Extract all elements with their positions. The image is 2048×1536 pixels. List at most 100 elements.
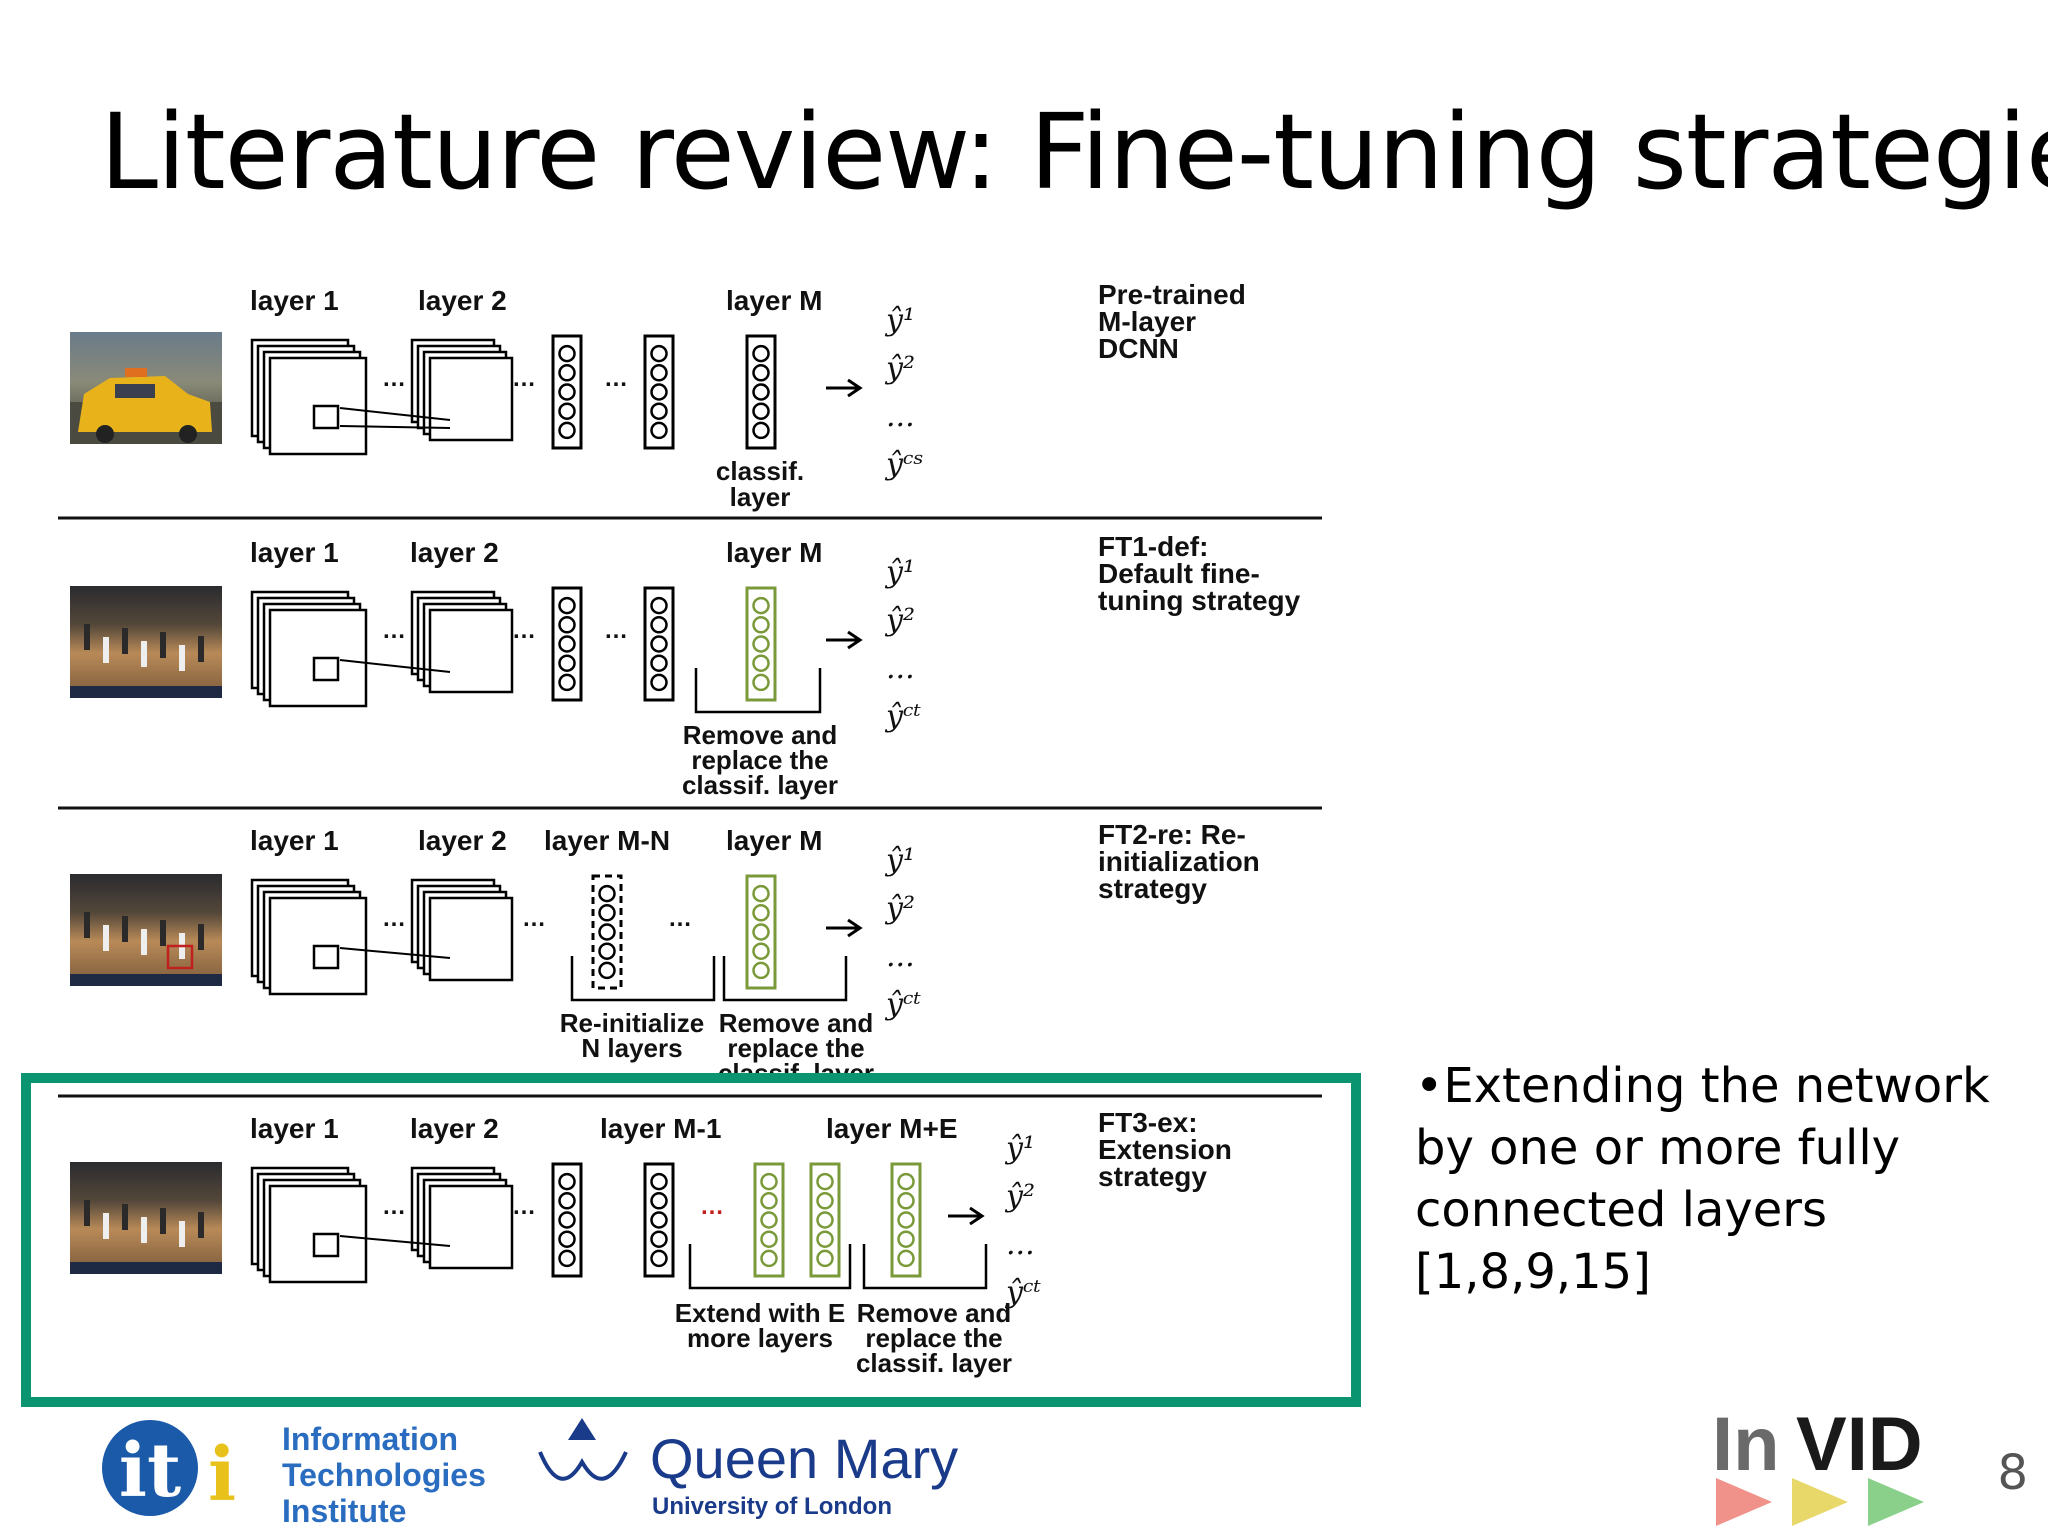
neuron [752,884,770,903]
replace-bracket [722,956,848,1002]
qm-crest-icon [538,1451,628,1481]
projection [339,407,451,421]
caption: Remove and [683,720,838,750]
ellipsis: … [382,905,406,932]
strategy-label: initialization [1098,846,1260,877]
player [198,1212,204,1238]
player [198,924,204,950]
ellipsis: … [604,617,628,644]
caption: Remove and [719,1008,874,1038]
neuron [897,1172,915,1191]
neuron [816,1249,834,1268]
caption: layer [730,482,791,512]
qm-logo-name: Queen Mary [650,1427,958,1490]
ellipsis: … [522,905,546,932]
neuron [760,1192,778,1210]
neuron [897,1211,915,1229]
neuron [650,344,668,363]
taxi-sign [125,368,147,377]
neuron [650,364,668,382]
label: layer M [726,537,823,568]
label: layer 2 [418,285,507,316]
label: layer 1 [250,825,339,856]
output-label: ŷ² [884,603,915,638]
neuron [558,1249,576,1268]
caption: more layers [687,1323,833,1353]
neuron [650,421,668,440]
bullet-text: •Extending the network by one or more fu… [1415,1058,1990,1300]
neuron [816,1230,834,1248]
neuron [650,1192,668,1210]
classif-layer [745,334,777,450]
label: layer 1 [250,285,339,316]
output-label: ŷ² [1004,1179,1035,1214]
extension-layer [753,1162,785,1278]
player [84,624,90,650]
neuron [897,1230,915,1248]
neuron [752,596,770,615]
output-label: ŷᶜᵗ [1004,1275,1042,1310]
neuron [558,1172,576,1191]
neuron [558,1192,576,1210]
fc-layer [551,1162,583,1278]
projection [339,659,451,673]
player [160,1208,166,1234]
feature-map [428,1184,514,1270]
neuron [650,1230,668,1248]
fc-layer [551,586,583,702]
new-classif-layer [745,586,777,702]
output-label: ŷᶜᵗ [884,987,922,1022]
label: layer 2 [418,825,507,856]
scoreboard-bar [70,1262,222,1274]
new-classif-layer [745,874,777,990]
neuron [558,344,576,363]
scoreboard-bar [70,686,222,698]
caption: Remove and [857,1298,1012,1328]
neuron [598,884,616,903]
player [103,925,109,951]
iti-logo-text: Institute [282,1493,406,1529]
new-classif-layer [890,1162,922,1278]
strategy-label: strategy [1098,873,1207,904]
output-label: ... [1006,1227,1035,1262]
neuron [752,923,770,941]
label: layer 2 [410,1113,499,1144]
taxi-car [78,376,212,432]
neuron [598,923,616,941]
strategy-label: Default fine- [1098,558,1260,589]
replace-bracket [694,668,822,714]
iti-logo-text: Information [282,1421,458,1457]
output-label: ŷ¹ [884,843,915,878]
player [122,628,128,654]
arrowhead [969,1206,985,1226]
neuron [752,942,770,960]
label: layer 1 [250,1113,339,1144]
neuron [558,616,576,634]
output-label: ŷᶜˢ [884,447,924,482]
neuron [650,1249,668,1268]
player [122,1204,128,1230]
neuron [760,1211,778,1229]
output-label: ŷ¹ [884,303,915,338]
player [179,1221,185,1247]
neuron [816,1211,834,1229]
neuron [897,1192,915,1210]
invid-play-icon [1868,1478,1924,1526]
neuron [752,402,770,420]
neuron [598,904,616,922]
feature-map [428,356,514,442]
caption: classif. layer [682,770,838,800]
extension-layer [809,1162,841,1278]
neuron [650,635,668,653]
neuron [816,1192,834,1210]
output-label: ŷ¹ [1004,1131,1035,1166]
qm-crown-icon [568,1418,596,1440]
projection [339,425,451,429]
fc-layer [643,586,675,702]
reinit-layer [591,874,623,990]
neuron [650,1211,668,1229]
neuron [598,961,616,980]
iti-logo-mark: it [119,1428,181,1514]
kernel-box [312,944,340,970]
